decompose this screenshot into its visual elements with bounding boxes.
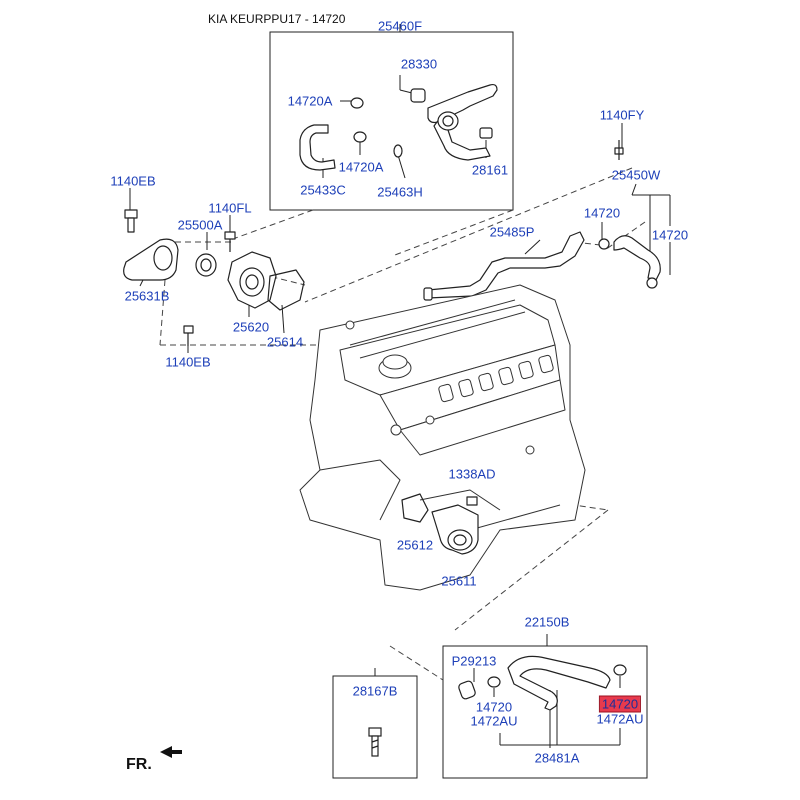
label-28167b[interactable]: 28167B bbox=[352, 683, 398, 699]
label-28481a[interactable]: 28481A bbox=[534, 750, 580, 766]
cap-28330 bbox=[410, 88, 426, 103]
hose-28481a bbox=[507, 655, 611, 711]
label-25631b[interactable]: 25631B bbox=[124, 288, 170, 304]
pipe-branch bbox=[433, 117, 491, 161]
label-25612[interactable]: 25612 bbox=[396, 537, 434, 553]
label-1140eb-top[interactable]: 1140EB bbox=[110, 173, 156, 189]
hose-25433c bbox=[299, 124, 336, 171]
clamp-14720-r2 bbox=[646, 277, 658, 289]
pipe-25485p bbox=[427, 231, 585, 299]
label-1140eb-low[interactable]: 1140EB bbox=[165, 354, 211, 370]
label-25485p[interactable]: 25485P bbox=[489, 224, 535, 240]
label-14720-r2[interactable]: 14720 bbox=[651, 227, 689, 243]
label-1140fl[interactable]: 1140FL bbox=[208, 200, 252, 216]
gasket-25614 bbox=[267, 269, 305, 311]
clamp-14720-br bbox=[613, 664, 627, 676]
label-p29213[interactable]: P29213 bbox=[451, 653, 497, 669]
lower-hose-kit-box bbox=[442, 645, 648, 779]
label-1140fy[interactable]: 1140FY bbox=[599, 107, 645, 123]
label-25463h[interactable]: 25463H bbox=[377, 184, 423, 200]
label-14720a-mid[interactable]: 14720A bbox=[338, 159, 384, 175]
clamp-14720-bl bbox=[487, 676, 501, 688]
clamp-14720a-mid bbox=[353, 131, 367, 143]
label-28161[interactable]: 28161 bbox=[471, 162, 509, 178]
label-1472au-r[interactable]: 1472AU bbox=[596, 711, 644, 727]
top-hose-kit-box bbox=[269, 31, 514, 211]
label-1338ad[interactable]: 1338AD bbox=[448, 466, 496, 482]
label-25433c[interactable]: 25433C bbox=[300, 182, 346, 198]
label-25620[interactable]: 25620 bbox=[232, 319, 270, 335]
plug-28161 bbox=[479, 127, 493, 139]
label-25450w[interactable]: 25450W bbox=[611, 167, 661, 183]
label-28330[interactable]: 28330 bbox=[400, 56, 438, 72]
label-25460f[interactable]: 25460F bbox=[377, 18, 423, 34]
clamp-14720-r1 bbox=[598, 238, 610, 250]
label-25614[interactable]: 25614 bbox=[266, 334, 304, 350]
label-14720-bl[interactable]: 14720 bbox=[475, 699, 513, 715]
fitting-p29213 bbox=[458, 680, 476, 700]
front-arrow-icon bbox=[160, 746, 182, 758]
label-14720a-top[interactable]: 14720A bbox=[287, 93, 333, 109]
engine-block bbox=[299, 284, 586, 591]
label-22150b[interactable]: 22150B bbox=[524, 614, 570, 630]
label-25611[interactable]: 25611 bbox=[441, 573, 477, 589]
gasket-25612 bbox=[401, 493, 429, 523]
pipe-top bbox=[427, 83, 498, 124]
clamp-14720a-top bbox=[350, 97, 364, 109]
label-25500a[interactable]: 25500A bbox=[177, 217, 223, 233]
bolt-28167b bbox=[368, 727, 382, 737]
diagram-title: KIA KEURPPU17 - 14720 bbox=[208, 12, 346, 26]
oring-25463h bbox=[393, 144, 403, 158]
label-14720-r1[interactable]: 14720 bbox=[583, 205, 621, 221]
label-14720-br-highlighted[interactable]: 14720 bbox=[598, 695, 642, 713]
hose-25450w bbox=[613, 235, 661, 281]
label-1472au-l[interactable]: 1472AU bbox=[470, 713, 518, 729]
front-direction-label: FR. bbox=[126, 756, 152, 773]
